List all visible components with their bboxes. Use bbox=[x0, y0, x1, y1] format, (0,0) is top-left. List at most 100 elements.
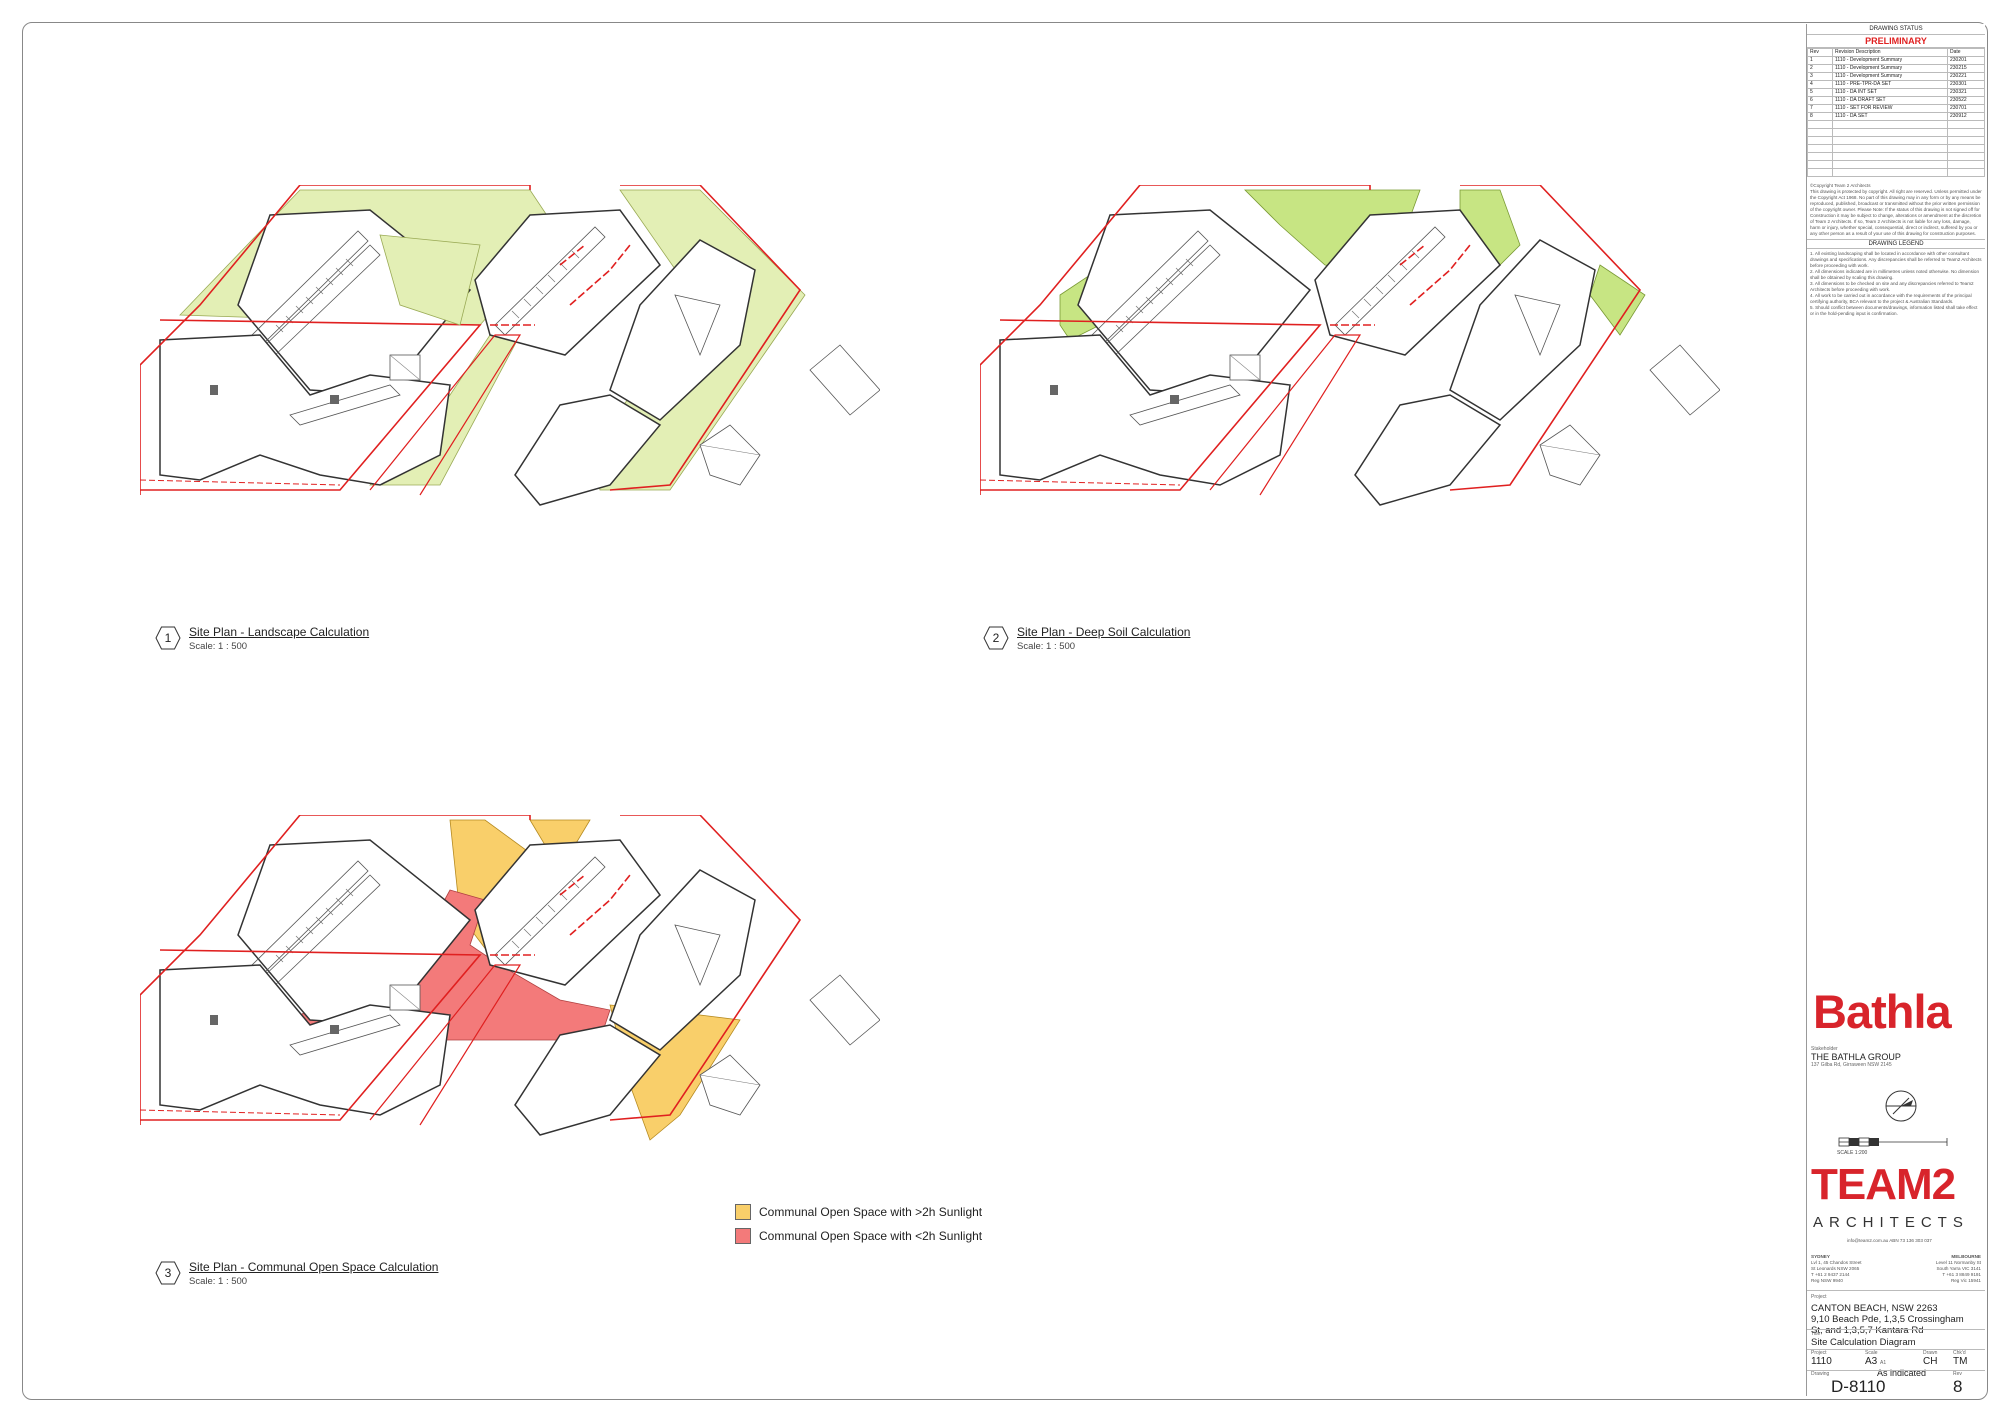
revision-cell: 230321 bbox=[1947, 88, 1985, 97]
revision-cell: 4 bbox=[1807, 80, 1833, 89]
revision-row bbox=[1807, 160, 1985, 169]
revision-cell: 1110 - Development Summary bbox=[1832, 56, 1948, 65]
office-melbourne: MELBOURNE Level 11 Normanby St South Yar… bbox=[1935, 1254, 1981, 1283]
legend-label: Communal Open Space with >2h Sunlight bbox=[759, 1205, 983, 1219]
architect-contact: info@team2.com.au ABN 73 136 303 037 bbox=[1847, 1238, 1932, 1243]
plan-scale: Scale: 1 : 500 bbox=[189, 641, 248, 652]
legend-label: Communal Open Space with <2h Sunlight bbox=[759, 1229, 983, 1243]
revision-cell bbox=[1832, 160, 1948, 169]
drawn-by: Drawn CH bbox=[1923, 1350, 1938, 1367]
revision-cell bbox=[1807, 152, 1833, 161]
revision-row bbox=[1807, 144, 1985, 153]
legend-swatch-shaded bbox=[735, 1228, 751, 1244]
revision-row bbox=[1807, 128, 1985, 137]
revision-cell: 1110 - PRE-TPR-DA SET bbox=[1832, 80, 1948, 89]
revision-cell bbox=[1807, 144, 1833, 153]
revision-cell: 1110 - DA INT SET bbox=[1832, 88, 1948, 97]
revision-cell: 6 bbox=[1807, 96, 1833, 105]
revision-cell bbox=[1947, 128, 1985, 137]
revision-cell bbox=[1832, 168, 1948, 177]
revision-cell bbox=[1832, 136, 1948, 145]
project-details: Project CANTON BEACH, NSW 2263 9,10 Beac… bbox=[1811, 1294, 1964, 1336]
revision-cell: 3 bbox=[1807, 72, 1833, 81]
revision-cell bbox=[1947, 144, 1985, 153]
revision-cell bbox=[1832, 128, 1948, 137]
revision-cell bbox=[1947, 152, 1985, 161]
site-plan-3 bbox=[140, 815, 880, 1141]
legend-item-sunlit: Communal Open Space with >2h Sunlight bbox=[735, 1200, 982, 1224]
revision-cell: 1 bbox=[1807, 56, 1833, 65]
plan-scale: Scale: 1 : 500 bbox=[1017, 641, 1076, 652]
copyright-text: This drawing is protected by copyright. … bbox=[1810, 189, 1982, 236]
revision-cell bbox=[1807, 136, 1833, 145]
checked-by: Chk'd TM bbox=[1953, 1350, 1968, 1367]
team2-logo: TEAM2 bbox=[1811, 1160, 1956, 1209]
revision-cell: 230522 bbox=[1947, 96, 1985, 105]
revision-cell bbox=[1947, 120, 1985, 129]
revision-cell bbox=[1947, 160, 1985, 169]
revision-cell: 230701 bbox=[1947, 104, 1985, 113]
revision-cell bbox=[1947, 136, 1985, 145]
title-block: DRAWING STATUS PRELIMINARY Rev Revision … bbox=[1806, 24, 1985, 1396]
deep-soil-area bbox=[1589, 264, 1646, 336]
legend-item-shaded: Communal Open Space with <2h Sunlight bbox=[735, 1224, 982, 1248]
rev-header: Revision Description bbox=[1832, 48, 1948, 57]
bathla-logo: Bathla bbox=[1813, 985, 1952, 1038]
revision-cell: 2 bbox=[1807, 64, 1833, 73]
revision-cell: 230221 bbox=[1947, 72, 1985, 81]
plan-caption-2: 2 Site Plan - Deep Soil Calculation Scal… bbox=[983, 625, 1190, 652]
revision-number: Rev 8 bbox=[1953, 1371, 1963, 1396]
plan-number-tag: 3 bbox=[155, 1260, 181, 1286]
drawing-notes: 1. All existing landscaping shall be loc… bbox=[1810, 251, 1982, 316]
site-plan-2 bbox=[980, 185, 1720, 506]
scale-bar-icon bbox=[1838, 1137, 1948, 1147]
revision-cell bbox=[1947, 168, 1985, 177]
plan-title: Site Plan - Deep Soil Calculation bbox=[1017, 625, 1191, 639]
revision-cell bbox=[1807, 128, 1833, 137]
scale-bar-label: SCALE 1:200 bbox=[1837, 1150, 1868, 1156]
legend-swatch-sunlit bbox=[735, 1204, 751, 1220]
drawing-legend-heading: DRAWING LEGEND bbox=[1807, 239, 1985, 249]
revision-row bbox=[1807, 168, 1985, 177]
north-point-icon bbox=[1885, 1090, 1917, 1122]
revision-cell: 1110 - DA DRAFT SET bbox=[1832, 96, 1948, 105]
revision-cell: 1110 - SET FOR REVIEW bbox=[1832, 104, 1948, 113]
drawing-status: PRELIMINARY bbox=[1807, 35, 1985, 48]
drawing-scale: As indicated bbox=[1877, 1368, 1927, 1378]
cos-legend: Communal Open Space with >2h Sunlight Co… bbox=[735, 1200, 982, 1248]
architects-wordmark: ARCHITECTS bbox=[1813, 1214, 1969, 1231]
revision-cell bbox=[1832, 144, 1948, 153]
office-sydney: SYDNEY Lvl 1, 45 Chandos Street St Leona… bbox=[1811, 1254, 1862, 1283]
rev-header: Date bbox=[1947, 48, 1985, 57]
plan-caption-3: 3 Site Plan - Communal Open Space Calcul… bbox=[155, 1260, 438, 1287]
revision-cell: 230912 bbox=[1947, 112, 1985, 121]
plan-title: Site Plan - Landscape Calculation bbox=[189, 625, 370, 639]
revision-cell: 8 bbox=[1807, 112, 1833, 121]
revision-row bbox=[1807, 152, 1985, 161]
revision-cell: 1110 - Development Summary bbox=[1832, 64, 1948, 73]
revision-cell: 1110 - Development Summary bbox=[1832, 72, 1948, 81]
project-number: Project 1110 bbox=[1811, 1350, 1832, 1367]
copyright-title: ©Copyright Team 2 Architects bbox=[1810, 183, 1871, 188]
plan-number-tag: 2 bbox=[983, 625, 1009, 651]
rev-header: Rev bbox=[1807, 48, 1833, 57]
sheet-size: Scale A3 A1 bbox=[1865, 1350, 1887, 1367]
site-plan-1 bbox=[140, 185, 880, 506]
revision-cell: 5 bbox=[1807, 88, 1833, 97]
client-info: Stakeholder THE BATHLA GROUP 137 Gilba R… bbox=[1811, 1046, 1901, 1068]
plan-scale: Scale: 1 : 500 bbox=[189, 1276, 248, 1287]
revision-cell bbox=[1832, 152, 1948, 161]
revision-row bbox=[1807, 120, 1985, 129]
revision-cell bbox=[1807, 120, 1833, 129]
drawing-number: Drawing D-8110 bbox=[1811, 1371, 1886, 1396]
plan-caption-1: 1 Site Plan - Landscape Calculation Scal… bbox=[155, 625, 369, 652]
revision-cell: 230215 bbox=[1947, 64, 1985, 73]
